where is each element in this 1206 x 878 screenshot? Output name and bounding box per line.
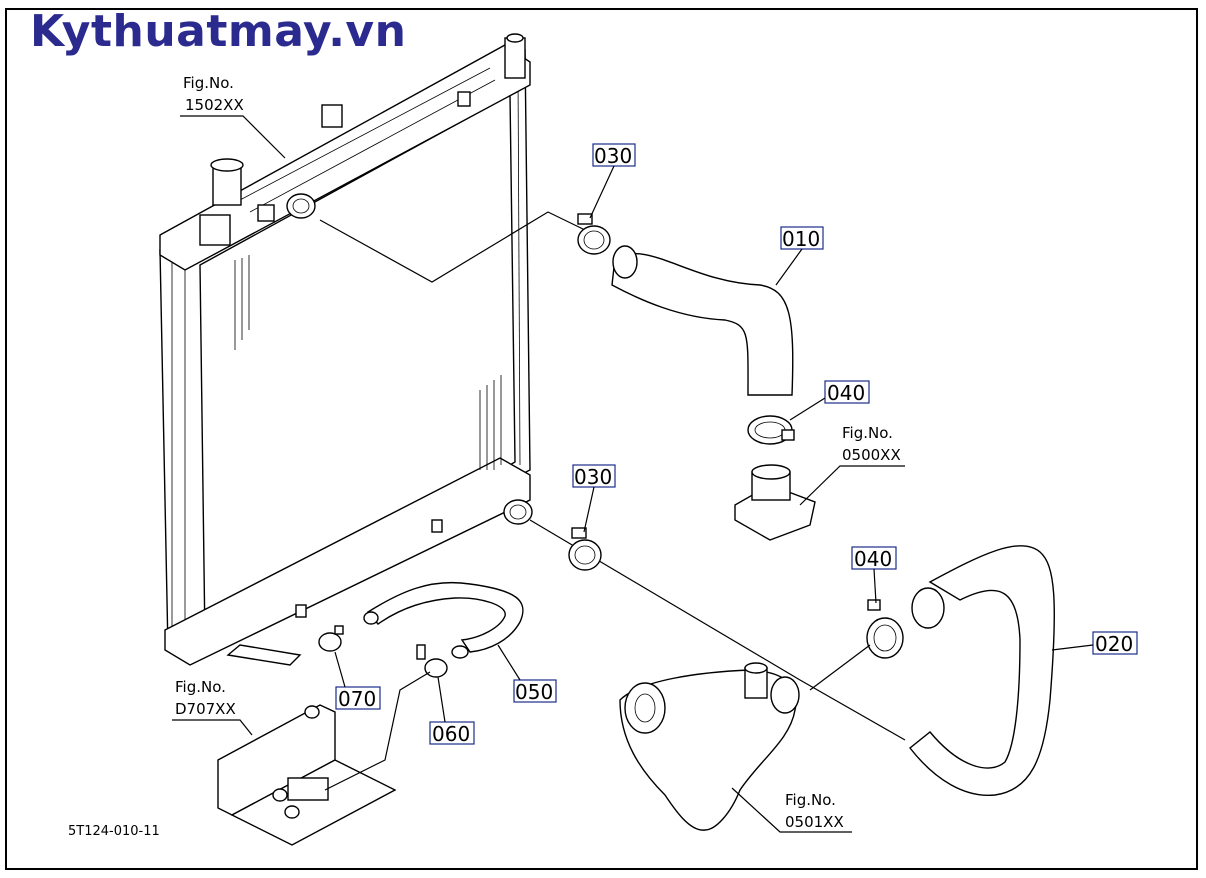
label-030-mid: 030 (572, 464, 616, 533)
lower-hose (909, 545, 1055, 797)
hose-050 (366, 581, 524, 653)
fig-ref-oil-cooler: Fig.No. D707XX (172, 678, 253, 736)
svg-text:Fig.No.: Fig.No. (842, 424, 893, 442)
upper-hose (611, 252, 794, 396)
clamp-030-top (577, 213, 611, 255)
label-040-top: 040 (789, 380, 870, 421)
pump-hose-leader (809, 644, 871, 691)
svg-text:020: 020 (1095, 632, 1133, 656)
lower-hose-leader (529, 519, 906, 741)
clamp-040-mid (866, 599, 904, 659)
clamp-060 (416, 644, 448, 678)
label-050: 050 (497, 644, 557, 704)
clamp-030-mid (568, 527, 602, 571)
svg-text:Fig.No.: Fig.No. (183, 74, 234, 92)
svg-text:060: 060 (432, 722, 470, 746)
site-title: Kythuatmay.vn (30, 6, 407, 57)
svg-text:040: 040 (827, 381, 865, 405)
svg-text:D707XX: D707XX (175, 700, 236, 718)
svg-text:050: 050 (515, 680, 553, 704)
label-070: 070 (334, 651, 381, 711)
label-060: 060 (429, 676, 475, 746)
fig-ref-water-pump: Fig.No. 0501XX (731, 787, 852, 833)
clamp-070 (318, 625, 344, 652)
label-030-top: 030 (589, 143, 636, 219)
bracket-hose-leader (324, 671, 431, 791)
label-020: 020 (1051, 631, 1138, 656)
svg-text:070: 070 (338, 687, 376, 711)
svg-text:Fig.No.: Fig.No. (175, 678, 226, 696)
drawing-frame (5, 8, 1198, 870)
radiator (159, 33, 533, 666)
svg-text:030: 030 (574, 465, 612, 489)
svg-text:010: 010 (782, 227, 820, 251)
fig-ref-thermostat: Fig.No. 0500XX (799, 424, 905, 506)
label-040-mid: 040 (851, 546, 897, 604)
oil-cooler-bracket (217, 704, 397, 846)
label-010: 010 (775, 226, 824, 286)
svg-text:0501XX: 0501XX (785, 813, 844, 831)
svg-text:Fig.No.: Fig.No. (785, 791, 836, 809)
drawing-code: 5T124-010-11 (68, 824, 160, 839)
thermostat-cover (734, 464, 816, 541)
clamp-040-top (747, 415, 795, 445)
upper-hose-leader (319, 211, 586, 283)
svg-text:040: 040 (854, 547, 892, 571)
svg-text:0500XX: 0500XX (842, 446, 901, 464)
svg-text:1502XX: 1502XX (185, 96, 244, 114)
water-pump (619, 662, 800, 831)
fig-ref-radiator: Fig.No. 1502XX (180, 74, 286, 159)
svg-text:030: 030 (594, 144, 632, 168)
